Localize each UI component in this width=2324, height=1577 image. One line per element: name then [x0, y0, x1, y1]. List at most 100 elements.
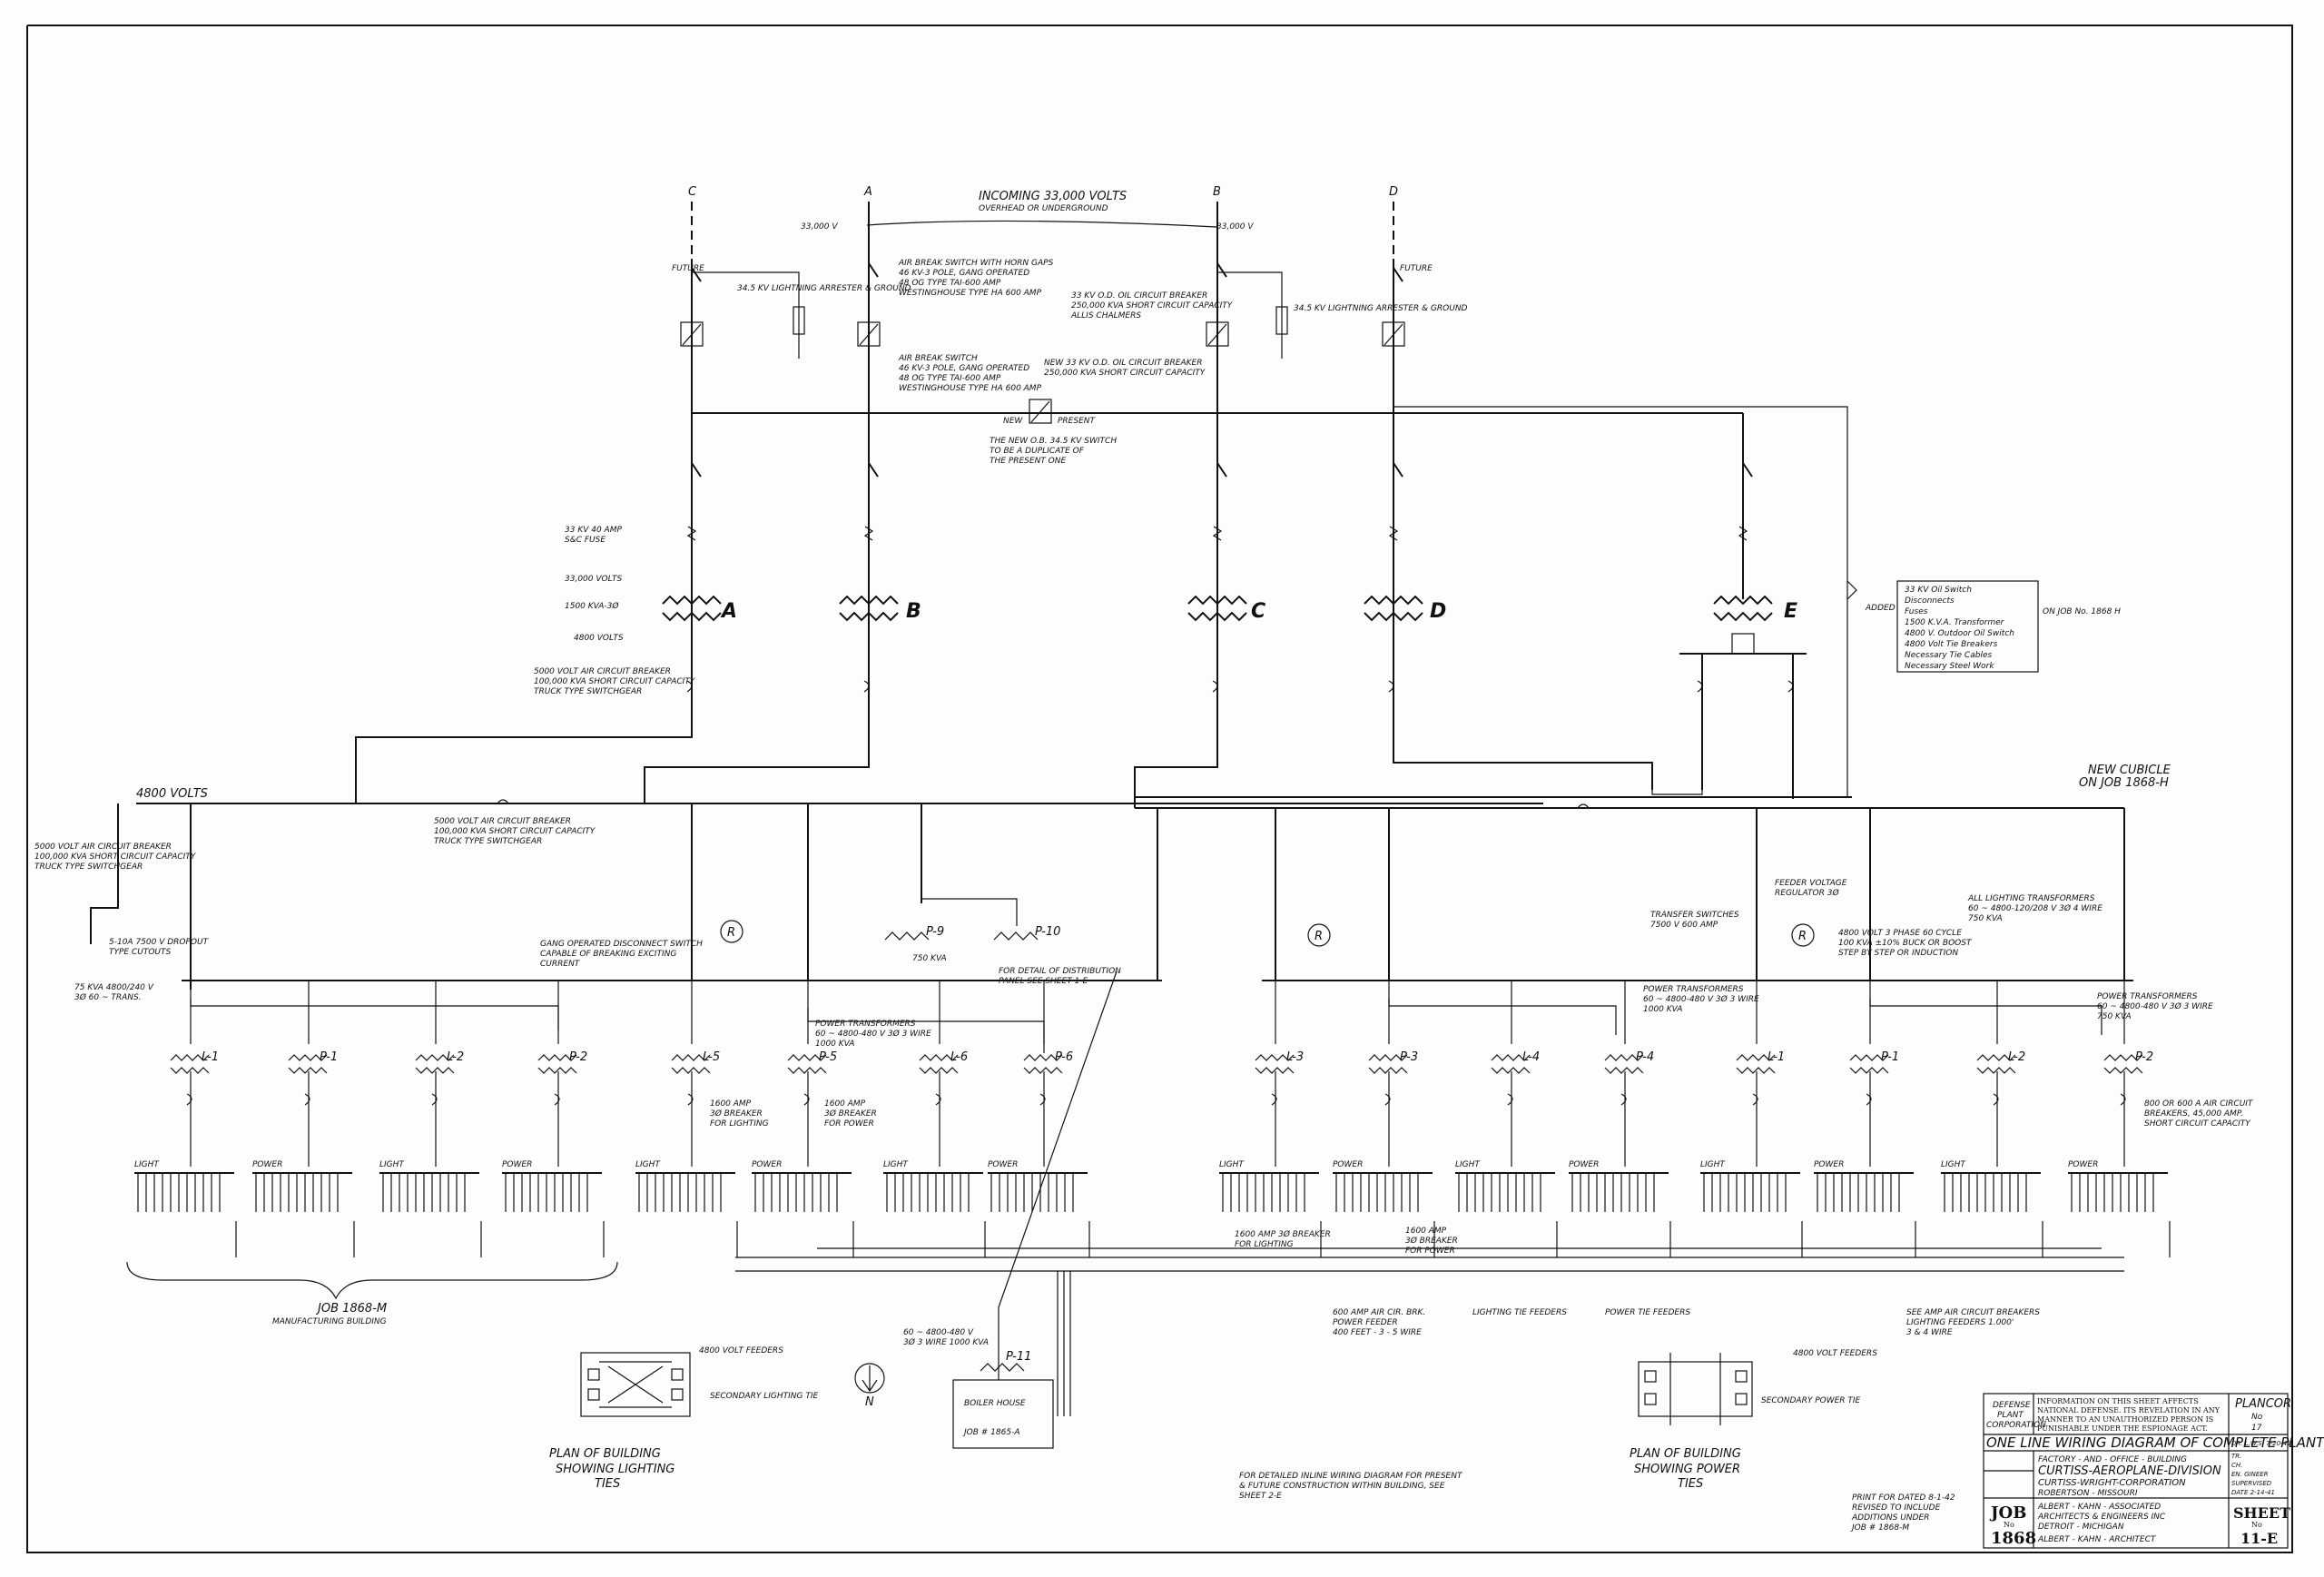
svg-text:CAPABLE OF BREAKING EXCITING: CAPABLE OF BREAKING EXCITING	[540, 950, 676, 959]
svg-text:33 KV Oil Switch: 33 KV Oil Switch	[1905, 586, 1972, 595]
unit-label: L-2	[447, 1050, 464, 1064]
svg-text:JOB # 1868-M: JOB # 1868-M	[1850, 1523, 1909, 1533]
panel-10: POWER	[1333, 1160, 1435, 1257]
company-1: CURTISS-AEROPLANE-DIVISION	[2038, 1464, 2221, 1478]
panel-label: LIGHT	[883, 1160, 909, 1169]
svg-text:250,000 KVA SHORT CIRCUIT CAPA: 250,000 KVA SHORT CIRCUIT CAPACITY	[1044, 369, 1206, 378]
side-6: DATE 2-14-41	[2231, 1489, 2275, 1496]
svg-text:100,000 KVA SHORT CIRCUIT CAPA: 100,000 KVA SHORT CIRCUIT CAPACITY	[34, 853, 197, 862]
air-break-1-note: AIR BREAK SWITCH WITH HORN GAPS 46 KV-3 …	[898, 259, 1054, 298]
side-3: CH.	[2231, 1462, 2242, 1469]
panel-3: LIGHT	[379, 1160, 482, 1257]
svg-text:AIR BREAK SWITCH WITH HORN GAP: AIR BREAK SWITCH WITH HORN GAPS	[898, 259, 1054, 268]
north-arrow	[854, 1363, 885, 1394]
transformer-d: D	[1430, 600, 1446, 623]
plancor-1: PLANCOR	[2235, 1397, 2291, 1411]
panel-label: POWER	[752, 1160, 782, 1169]
p9-label: P-9	[926, 925, 944, 939]
side-2: TR.	[2231, 1453, 2241, 1460]
svg-text:POWER TRANSFORMERS: POWER TRANSFORMERS	[2097, 992, 2198, 1001]
svg-text:TRUCK TYPE SWITCHGEAR: TRUCK TYPE SWITCHGEAR	[34, 862, 143, 872]
breaker-note: 5000 VOLT AIR CIRCUIT BREAKER 100,000 KV…	[534, 667, 696, 696]
job-label: JOB	[1989, 1503, 2026, 1523]
svg-text:Fuses: Fuses	[1905, 607, 1928, 616]
line-b-label: B	[1213, 185, 1221, 199]
unit-14: P-1	[1849, 981, 1899, 1167]
svg-text:600 AMP AIR CIR. BRK.: 600 AMP AIR CIR. BRK.	[1333, 1308, 1425, 1317]
transformer-c: C	[1251, 600, 1265, 623]
left-plan-title1: PLAN OF BUILDING	[549, 1447, 661, 1461]
kva-note: 1500 KVA-3Ø	[565, 601, 619, 611]
boiler-job-label: JOB # 1865-A	[962, 1428, 1019, 1437]
panel-16: POWER	[2068, 1160, 2171, 1257]
svg-text:STEP BY STEP OR INDUCTION: STEP BY STEP OR INDUCTION	[1838, 949, 1958, 958]
arch-1: ALBERT - KAHN - ASSOCIATED	[2037, 1503, 2161, 1512]
boiler-house-label: BOILER HOUSE	[964, 1399, 1026, 1408]
unit-2: P-1	[288, 981, 338, 1167]
unit-label: P-4	[1636, 1050, 1654, 1064]
line-a-label: A	[863, 185, 872, 199]
panel-13: LIGHT	[1700, 1160, 1803, 1257]
incoming-text: INCOMING 33,000 VOLTS	[979, 190, 1127, 203]
secondary-bus-lines	[182, 980, 2133, 1053]
svg-text:5-10A 7500 V DROPOUT: 5-10A 7500 V DROPOUT	[109, 938, 210, 947]
warning-3: MANNER TO AN UNAUTHORIZED PERSON IS	[2037, 1415, 2213, 1424]
svg-text:3Ø BREAKER: 3Ø BREAKER	[824, 1109, 877, 1119]
panel-5: LIGHT	[635, 1160, 738, 1257]
panel-label: LIGHT	[635, 1160, 661, 1169]
svg-text:FOR DETAILED INLINE WIRING DIA: FOR DETAILED INLINE WIRING DIAGRAM FOR P…	[1239, 1472, 1463, 1481]
svg-text:3 & 4 WIRE: 3 & 4 WIRE	[1906, 1328, 1953, 1337]
bus-feeders	[90, 803, 2125, 990]
unit-label: P-5	[819, 1050, 837, 1064]
gang-note: GANG OPERATED DISCONNECT SWITCH CAPABLE …	[540, 940, 703, 969]
see-air-note: SEE AMP AIR CIRCUIT BREAKERS LIGHTING FE…	[1906, 1308, 2040, 1337]
arch-4: ALBERT - KAHN - ARCHITECT	[2037, 1535, 2157, 1544]
line-c-label: C	[688, 185, 697, 199]
svg-text:Necessary Steel Work: Necessary Steel Work	[1905, 662, 1994, 671]
svg-text:46 KV-3 POLE, GANG OPERATED: 46 KV-3 POLE, GANG OPERATED	[899, 269, 1029, 278]
fuse-note-2: S&C FUSE	[565, 536, 606, 545]
breaker-1600-power-note: 1600 AMP 3Ø BREAKER FOR POWER	[824, 1099, 877, 1129]
panel-label: LIGHT	[1941, 1160, 1966, 1169]
svg-text:33 KV O.D. OIL CIRCUIT BREAKER: 33 KV O.D. OIL CIRCUIT BREAKER	[1071, 291, 1207, 301]
detail-note: FOR DETAILED INLINE WIRING DIAGRAM FOR P…	[1239, 1472, 1463, 1501]
boiler-xf-note: 60 ~ 4800-480 V 3Ø 3 WIRE 1000 KVA	[903, 1328, 989, 1347]
line-d-label: D	[1389, 185, 1398, 199]
unit-3: L-2	[415, 981, 464, 1167]
svg-text:1600 AMP: 1600 AMP	[710, 1099, 752, 1109]
panel-label: POWER	[1569, 1160, 1599, 1169]
svg-text:AIR BREAK SWITCH: AIR BREAK SWITCH	[898, 354, 978, 363]
light-xf-note: ALL LIGHTING TRANSFORMERS 60 ~ 4800-120/…	[1967, 894, 2102, 923]
regulators	[720, 920, 1815, 947]
breaker-1600-light2-note: 1600 AMP 3Ø BREAKER FOR LIGHTING	[1235, 1229, 1331, 1249]
future-right: FUTURE	[1400, 264, 1433, 273]
reg-note: 4800 VOLT 3 PHASE 60 CYCLE 100 KVA ±10% …	[1838, 929, 1973, 958]
unit-label: P-6	[1055, 1050, 1073, 1064]
tx-to-bus-ties	[355, 699, 1703, 803]
unit-label: L-1	[202, 1050, 219, 1064]
manufacturing-bracket	[126, 1261, 618, 1300]
svg-text:SEE AMP AIR CIRCUIT BREAKERS: SEE AMP AIR CIRCUIT BREAKERS	[1906, 1308, 2040, 1317]
svg-text:Necessary Tie Cables: Necessary Tie Cables	[1905, 651, 1992, 660]
unit-8: P-6	[1023, 981, 1073, 1167]
svg-text:750 KVA: 750 KVA	[2097, 1012, 2132, 1021]
right-plan-feeders: 4800 VOLT FEEDERS	[1793, 1349, 1877, 1358]
warning-1: INFORMATION ON THIS SHEET AFFECTS	[2037, 1397, 2199, 1405]
sheet-no: No	[2251, 1521, 2262, 1529]
svg-text:3Ø 3 WIRE 1000 KVA: 3Ø 3 WIRE 1000 KVA	[903, 1337, 989, 1347]
hv-to-bus-breakers	[686, 680, 1794, 693]
boiler-house	[952, 971, 1118, 1449]
unit-label: L-4	[1522, 1050, 1540, 1064]
unit-13: L-1	[1736, 981, 1785, 1167]
tie-note: THE NEW O.B. 34.5 KV SWITCH TO BE A DUPL…	[990, 437, 1117, 466]
svg-text:CURRENT: CURRENT	[540, 960, 581, 969]
boiler-detail-note: FOR DETAIL OF DISTRIBUTION PANEL SEE SHE…	[999, 967, 1121, 986]
svg-text:1600 AMP: 1600 AMP	[1405, 1227, 1447, 1236]
svg-text:7500 V 600 AMP: 7500 V 600 AMP	[1650, 921, 1718, 930]
future-left: FUTURE	[672, 264, 704, 273]
left-plan-title2: SHOWING LIGHTING	[556, 1463, 675, 1476]
panel-7: LIGHT	[883, 1160, 986, 1257]
panel-1: LIGHT	[134, 1160, 237, 1257]
panel-label: LIGHT	[379, 1160, 405, 1169]
